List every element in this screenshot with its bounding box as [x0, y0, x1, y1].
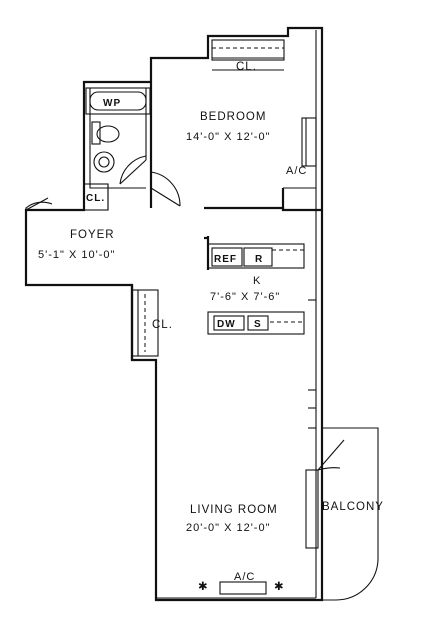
kitchen-name: K [253, 275, 261, 287]
sink-label: S [254, 319, 262, 330]
living-room-dims: 20'-0" X 12'-0" [186, 522, 271, 534]
kitchen-upper-counter: REF R [207, 243, 305, 269]
bedroom-dims: 14'-0" X 12'-0" [186, 131, 271, 143]
bedroom-closet-label: CL. [236, 61, 257, 73]
foyer-closet-label: CL. [86, 193, 105, 204]
kitchen-lower-counter: DW S [207, 311, 305, 335]
bedroom-ac-unit: A/C [286, 117, 317, 177]
living-ac-unit: A/C [219, 571, 267, 595]
bedroom-door [150, 171, 181, 207]
entry-door [25, 197, 53, 211]
kitchen-dims: 7'-6" X 7'-6" [210, 291, 280, 303]
living-wall-ticks [308, 299, 316, 429]
star-marker-right: ✱ [274, 581, 285, 593]
washer-label: WP [103, 98, 121, 109]
balcony-name: BALCONY [322, 501, 384, 513]
star-marker-left: ✱ [198, 581, 209, 593]
living-closet: CL. [131, 289, 173, 357]
foyer-dims: 5'-1" X 10'-0" [38, 249, 115, 261]
bathroom: WP [85, 87, 151, 185]
bedroom-name: BEDROOM [200, 111, 266, 123]
foyer-name: FOYER [70, 229, 115, 241]
bedroom-closet: CL. [211, 39, 285, 73]
living-room-name: LIVING ROOM [190, 504, 278, 516]
dishwasher-label: DW [217, 319, 236, 330]
range-label: R [255, 254, 263, 265]
balcony [305, 427, 379, 601]
refrigerator-label: REF [214, 254, 237, 265]
living-ac-label: A/C [234, 571, 255, 583]
foyer-closet: CL. [83, 183, 109, 211]
bedroom-ac-label: A/C [286, 165, 307, 177]
living-closet-label: CL. [152, 319, 173, 331]
